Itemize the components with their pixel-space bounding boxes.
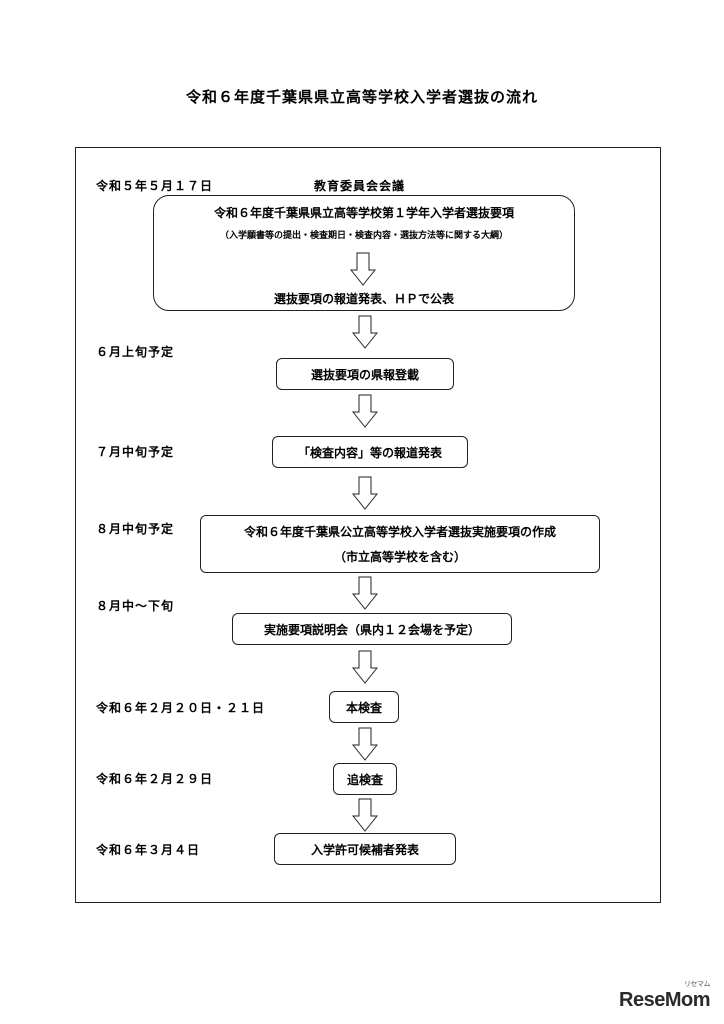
step-3-box: 「検査内容」等の報道発表	[272, 436, 468, 468]
down-arrow-icon	[352, 576, 378, 610]
logo-sub: リセマム	[684, 981, 711, 988]
down-arrow-icon	[352, 315, 378, 349]
step-6-box: 本検査	[329, 691, 399, 723]
step-7-date: 令和６年２月２９日	[96, 772, 214, 786]
step-6-date: 令和６年２月２０日・２１日	[96, 701, 266, 715]
step-2-box: 選抜要項の県報登載	[276, 358, 454, 390]
step-7-box: 追検査	[333, 763, 397, 795]
page-title: 令和６年度千葉県県立高等学校入学者選抜の流れ	[185, 88, 538, 106]
flowchart-frame	[75, 147, 661, 903]
step-4-box: 令和６年度千葉県公立高等学校入学者選抜実施要項の作成 （市立高等学校を含む）	[200, 515, 600, 573]
down-arrow-icon	[352, 798, 378, 832]
down-arrow-icon	[350, 252, 376, 286]
down-arrow-icon	[352, 476, 378, 510]
step-4-date: ８月中旬予定	[96, 522, 175, 536]
committee-label: 教育委員会会議	[314, 179, 406, 193]
step-2-date: ６月上旬予定	[96, 345, 175, 359]
step-1-date: 令和５年５月１７日	[96, 179, 214, 193]
step-5-date: ８月中～下旬	[96, 599, 175, 613]
step-5-box: 実施要項説明会（県内１２会場を予定）	[232, 613, 512, 645]
resemom-logo: ReseMom リセマム	[619, 981, 710, 1012]
down-arrow-icon	[352, 727, 378, 761]
step-1-line2: 選抜要項の報道発表、ＨＰで公表	[273, 292, 454, 306]
step-4-line1: 令和６年度千葉県公立高等学校入学者選抜実施要項の作成	[243, 525, 556, 539]
down-arrow-icon	[352, 650, 378, 684]
step-8-box: 入学許可候補者発表	[274, 833, 456, 865]
step-3-date: ７月中旬予定	[96, 445, 175, 459]
step-4-line2: （市立高等学校を含む）	[333, 550, 466, 564]
step-1-box: 令和６年度千葉県県立高等学校第１学年入学者選抜要項 （入学願書等の提出・検査期日…	[153, 195, 575, 311]
step-1-note: （入学願書等の提出・検査期日・検査内容・選抜方法等に関する大綱）	[219, 231, 508, 241]
logo-main: ReseMom	[619, 989, 710, 1011]
step-8-date: 令和６年３月４日	[96, 843, 201, 857]
down-arrow-icon	[352, 394, 378, 428]
step-1-line1: 令和６年度千葉県県立高等学校第１学年入学者選抜要項	[213, 206, 514, 220]
